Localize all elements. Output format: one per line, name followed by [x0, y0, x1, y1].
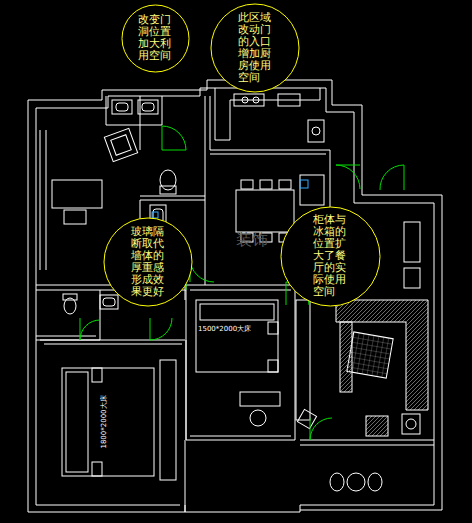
annotation-text: 改变门洞位置加大利用空间: [138, 14, 172, 62]
annotation-text: 柜体与冰箱的位置扩大了餐厅的实际使用空间: [313, 214, 347, 298]
annotation-text: 玻璃隔断取代墙体的厚重感形成效果更好: [131, 226, 165, 298]
circle-shape: [211, 4, 299, 92]
circle-shape: [122, 5, 189, 72]
callout-circle: 玻璃隔断取代墙体的厚重感形成效果更好: [103, 217, 193, 307]
callout-circle: 柜体与冰箱的位置扩大了餐厅的实际使用空间: [280, 206, 381, 307]
watermark: 装饰: [236, 230, 268, 251]
circle-shape: [281, 207, 380, 306]
callout-circle: 此区域改动门的入口增加厨房使用空间: [210, 3, 300, 93]
circle-shape: [104, 218, 192, 306]
bed-size-label: 1500*2000大床: [198, 324, 251, 334]
bed-size-label: 1800*2000大床: [99, 395, 109, 448]
annotation-text: 此区域改动门的入口增加厨房使用空间: [238, 12, 272, 84]
callout-circle: 改变门洞位置加大利用空间: [121, 4, 190, 73]
